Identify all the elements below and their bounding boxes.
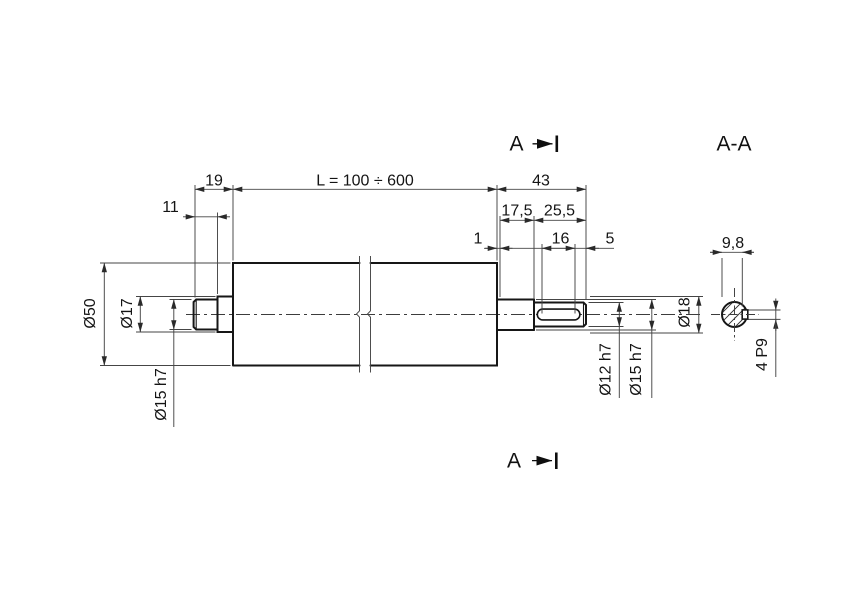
dim-43: 43 xyxy=(532,173,550,190)
roller-body-dia50 xyxy=(232,262,498,367)
dim-9-8: 9,8 xyxy=(722,235,744,252)
dim-19: 19 xyxy=(205,173,223,190)
dim-dia50: Ø50 xyxy=(82,298,99,328)
dim-25-5: 25,5 xyxy=(544,203,575,220)
dim-key-width-group: 4 P9 xyxy=(748,298,781,377)
break-line-left xyxy=(355,256,360,373)
section-marker-top-letter: A xyxy=(509,133,523,156)
dimension-lines xyxy=(101,186,702,427)
keyway-slot xyxy=(536,308,581,321)
right-neck-dia15 xyxy=(496,298,535,331)
dim-length-range: L = 100 ÷ 600 xyxy=(316,173,414,190)
dim-5: 5 xyxy=(606,231,615,248)
extension-lines xyxy=(100,185,703,366)
dimension-labels: 19 L = 100 ÷ 600 43 11 17,5 25,5 1 16 5 … xyxy=(82,173,694,421)
dim-dia17: Ø17 xyxy=(119,298,136,328)
dim-11: 11 xyxy=(162,199,179,216)
section-marker-bottom-letter: A xyxy=(507,450,521,473)
section-title: A-A xyxy=(716,133,751,156)
dim-dia15-left: Ø15 h7 xyxy=(153,368,170,421)
break-line-right xyxy=(366,256,371,373)
section-marker-bottom: A xyxy=(507,450,558,473)
dim-dia18: Ø18 xyxy=(677,297,694,327)
break-lines xyxy=(355,256,371,373)
dim-17-5: 17,5 xyxy=(501,203,532,220)
dim-4-p9: 4 P9 xyxy=(754,338,771,371)
dim-1: 1 xyxy=(474,231,483,248)
section-hatching xyxy=(722,302,747,327)
section-view: 9,8 4 P9 A-A xyxy=(710,133,781,377)
dim-key-depth-group: 9,8 xyxy=(710,235,754,307)
main-view xyxy=(186,256,702,373)
dim-dia12: Ø12 h7 xyxy=(598,343,615,396)
dim-dia15-right: Ø15 h7 xyxy=(628,343,645,396)
section-marker-top: A xyxy=(509,133,559,156)
dim-16: 16 xyxy=(552,231,570,248)
